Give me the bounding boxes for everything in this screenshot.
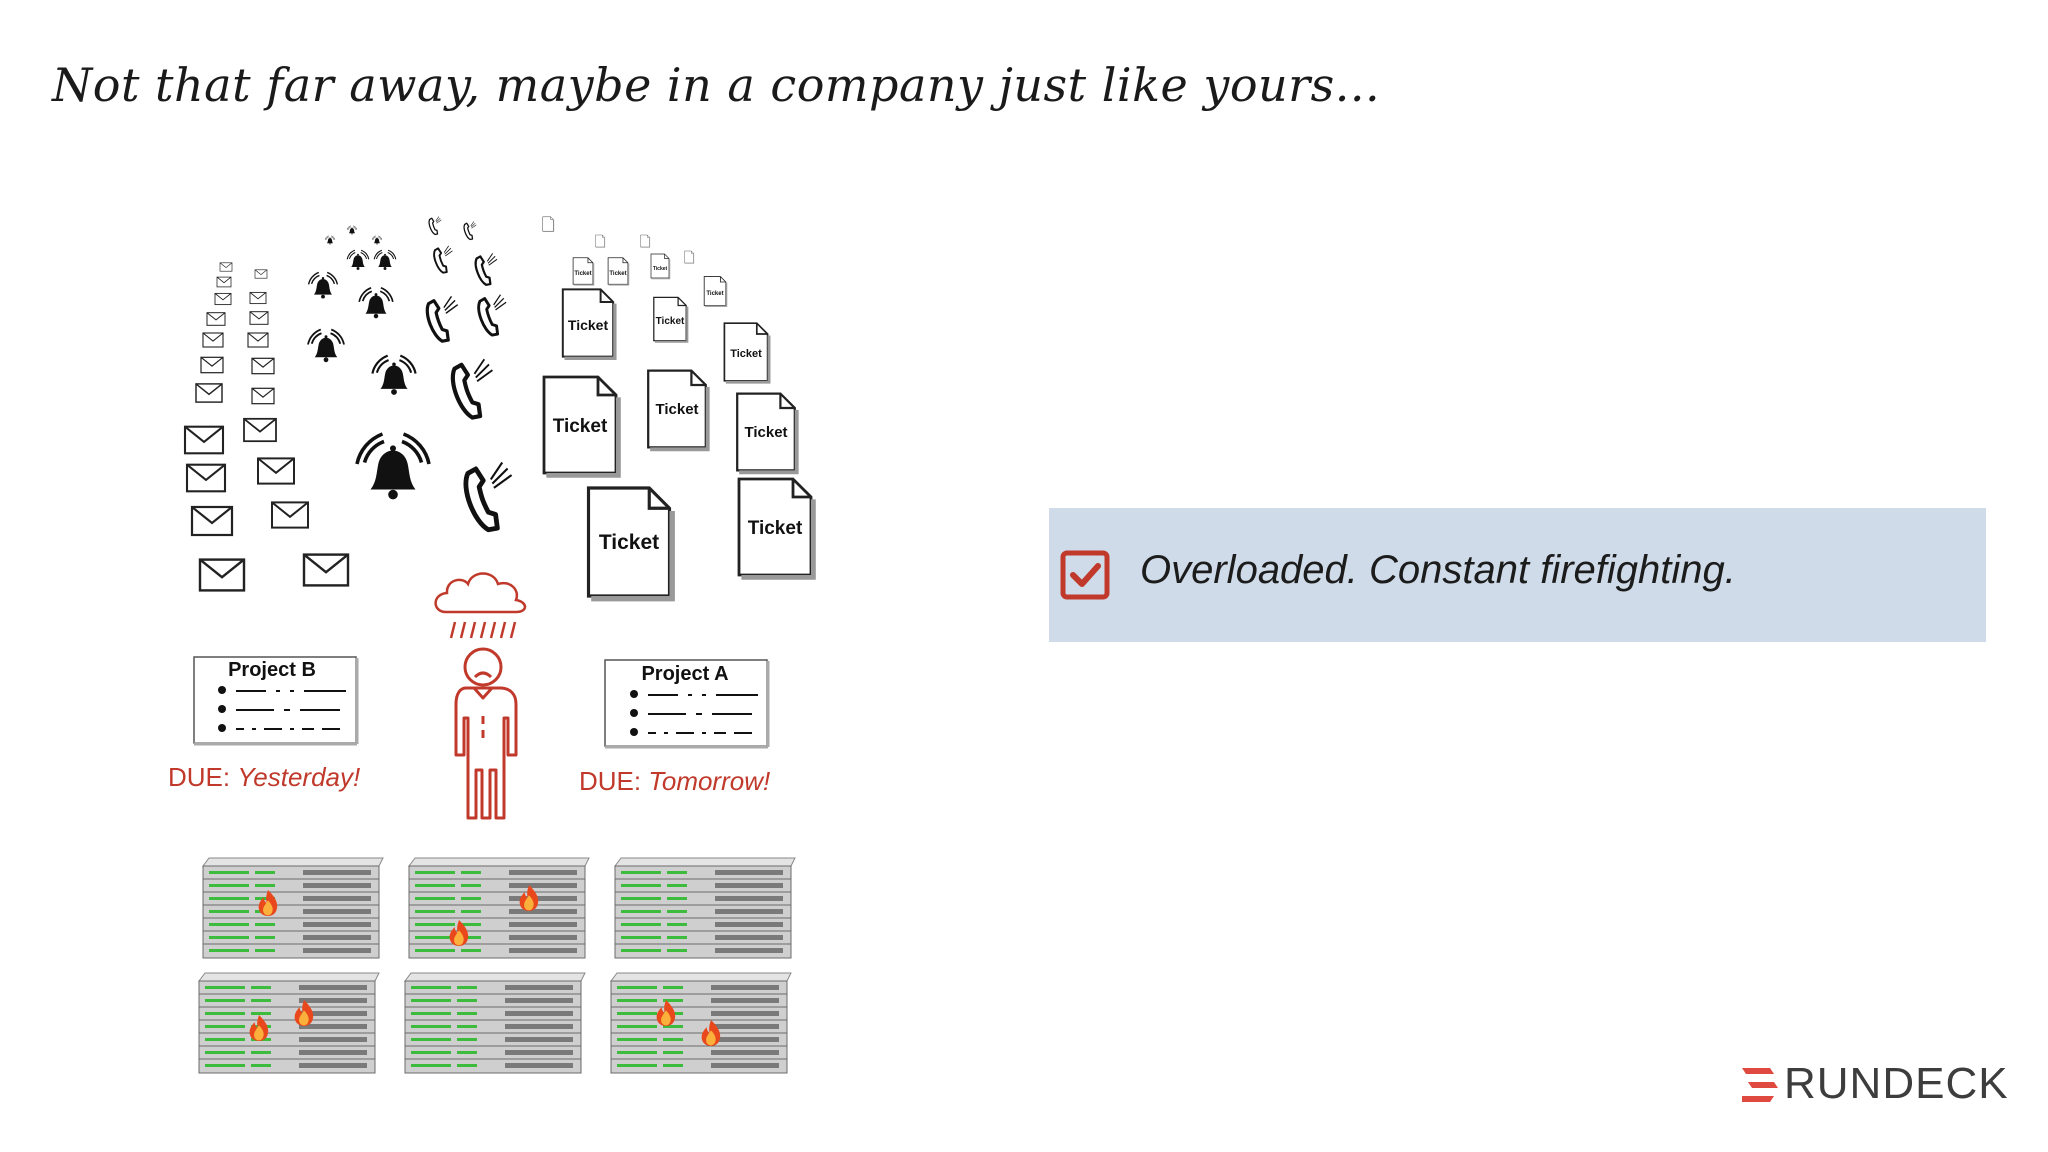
slide-title: Not that far away, maybe in a company ju… bbox=[52, 58, 1381, 112]
ticket-label: Ticket bbox=[599, 531, 659, 554]
ticket-label: Ticket bbox=[656, 316, 685, 327]
ticket-label: Ticket bbox=[706, 291, 723, 297]
ticket-label: Ticket bbox=[553, 416, 608, 437]
project-a-card: Project A bbox=[604, 659, 770, 749]
server-stack bbox=[404, 972, 586, 1074]
rundeck-logo-mark bbox=[1742, 1068, 1778, 1102]
ticket-label: Ticket bbox=[574, 271, 591, 277]
project-b-title: Project B bbox=[228, 659, 316, 681]
ticket-label: Ticket bbox=[609, 271, 626, 277]
ticket-label: Ticket bbox=[655, 401, 698, 418]
ticket-label: Ticket bbox=[653, 266, 668, 272]
due-date: Yesterday! bbox=[237, 762, 360, 792]
ticket-label: Ticket bbox=[568, 317, 609, 333]
ticket-label: Ticket bbox=[730, 348, 762, 360]
rain-cloud-icon bbox=[434, 572, 527, 639]
rundeck-logo: RUNDECK bbox=[1742, 1059, 2008, 1108]
project-a-due: DUE: Tomorrow! bbox=[579, 766, 770, 796]
stressed-person-icon bbox=[454, 647, 518, 820]
server-stack bbox=[614, 857, 796, 959]
server-stack bbox=[202, 857, 384, 959]
project-b-card: Project B bbox=[193, 656, 359, 746]
overload-illustration: Ticket Ticket Ticket Ticket Ticket Ticke… bbox=[168, 214, 900, 1074]
due-date: Tomorrow! bbox=[648, 766, 770, 796]
phone-call-icons bbox=[421, 214, 527, 534]
ticket-label: Ticket bbox=[744, 424, 787, 441]
server-stack bbox=[610, 972, 792, 1074]
email-icons bbox=[183, 262, 350, 592]
project-a-title: Project A bbox=[641, 663, 728, 685]
server-racks bbox=[198, 857, 796, 1074]
checkbox-checked-icon bbox=[1060, 550, 1110, 600]
server-stack bbox=[198, 972, 380, 1074]
project-b-due: DUE: Yesterday! bbox=[168, 762, 360, 792]
due-prefix: DUE: bbox=[168, 762, 230, 792]
rundeck-logo-text: RUNDECK bbox=[1784, 1059, 2009, 1108]
server-stack bbox=[408, 857, 590, 959]
ticket-label: Ticket bbox=[748, 518, 803, 539]
callout-text: Overloaded. Constant firefighting. bbox=[1140, 548, 1736, 592]
alert-bell-icons bbox=[307, 225, 431, 502]
callout-box: Overloaded. Constant firefighting. bbox=[1049, 508, 1986, 642]
due-prefix: DUE: bbox=[579, 766, 641, 796]
